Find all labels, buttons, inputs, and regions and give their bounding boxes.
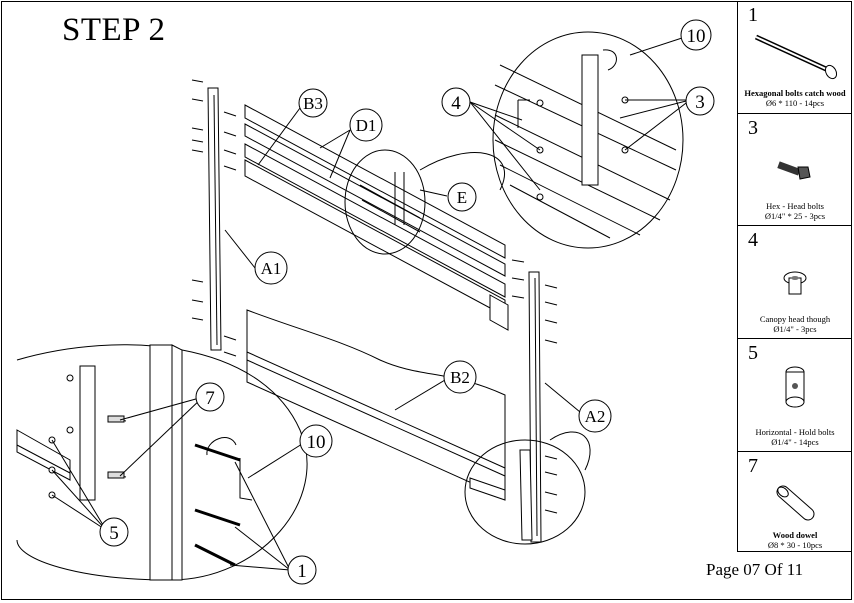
part-spec: Ø1/4" * 25 - 3pcs xyxy=(764,211,826,221)
part-item-4: 4 Canopy head though Ø1/4" - 3pcs xyxy=(738,226,852,339)
post-a1 xyxy=(207,87,222,351)
callout-circles xyxy=(99,19,715,585)
part-name: Canopy head though xyxy=(759,314,831,324)
callout-d1: D1 xyxy=(356,116,377,135)
barrel-nut-icon xyxy=(783,271,807,295)
step-title: STEP 2 xyxy=(62,12,166,48)
part-item-5: 5 Horizontal - Hold bolts Ø1/4" - 14pcs xyxy=(738,339,852,452)
part-spec: Ø1/4" - 3pcs xyxy=(773,324,817,334)
hex-bolt-icon xyxy=(777,161,811,180)
callout-7: 7 xyxy=(205,388,215,409)
part-spec: Ø8 * 30 - 10pcs xyxy=(767,540,823,550)
part-spec: Ø6 * 110 - 14pcs xyxy=(765,98,825,108)
part-number: 5 xyxy=(748,342,758,364)
detail-e xyxy=(344,149,506,255)
part-spec: Ø1/4" - 14pcs xyxy=(771,437,819,447)
wood-dowel-icon xyxy=(776,485,815,521)
part-name: Hex - Head bolts xyxy=(766,201,824,211)
callout-3: 3 xyxy=(695,92,705,113)
callout-5: 5 xyxy=(109,523,119,544)
callout-e: E xyxy=(457,188,467,207)
part-item-3: 3 Hex - Head bolts Ø1/4" * 25 - 3pcs xyxy=(738,114,852,226)
callout-b2: B2 xyxy=(450,368,470,387)
detail-top-right xyxy=(492,31,684,249)
part-number: 1 xyxy=(748,4,758,26)
callout-1: 1 xyxy=(297,561,307,582)
part-number: 7 xyxy=(748,455,758,477)
assembly-diagram: B3 D1 E A1 A2 B2 10 4 3 7 10 5 1 xyxy=(16,19,715,585)
parts-list: 1 Hexagonal bolts catch wood Ø6 * 110 - … xyxy=(737,1,852,552)
callout-4: 4 xyxy=(451,93,461,114)
part-item-1: 1 Hexagonal bolts catch wood Ø6 * 110 - … xyxy=(738,1,852,114)
part-item-7: 7 Wood dowel Ø8 * 30 - 10pcs xyxy=(738,452,852,552)
leader-lines xyxy=(51,37,691,571)
callout-10-bottom: 10 xyxy=(307,432,326,453)
part-name: Wood dowel xyxy=(772,530,818,540)
detail-bottom-right xyxy=(464,431,591,545)
screws-a2 xyxy=(511,259,558,514)
screws-a1 xyxy=(191,79,237,357)
panel-b2 xyxy=(246,309,506,499)
post-a2 xyxy=(528,271,542,543)
long-bolt-icon xyxy=(754,34,838,80)
callout-b3: B3 xyxy=(303,94,323,113)
part-number: 4 xyxy=(748,229,758,251)
part-name: Hexagonal bolts catch wood xyxy=(744,88,846,98)
part-name: Horizontal - Hold bolts xyxy=(755,427,835,437)
callout-a2: A2 xyxy=(585,407,606,426)
part-number: 3 xyxy=(748,117,758,139)
page-number: Page 07 Of 11 xyxy=(706,560,804,579)
callout-a1: A1 xyxy=(261,259,282,278)
callout-10-top: 10 xyxy=(687,26,706,47)
cross-dowel-icon xyxy=(785,366,805,408)
top-rails xyxy=(244,104,509,331)
